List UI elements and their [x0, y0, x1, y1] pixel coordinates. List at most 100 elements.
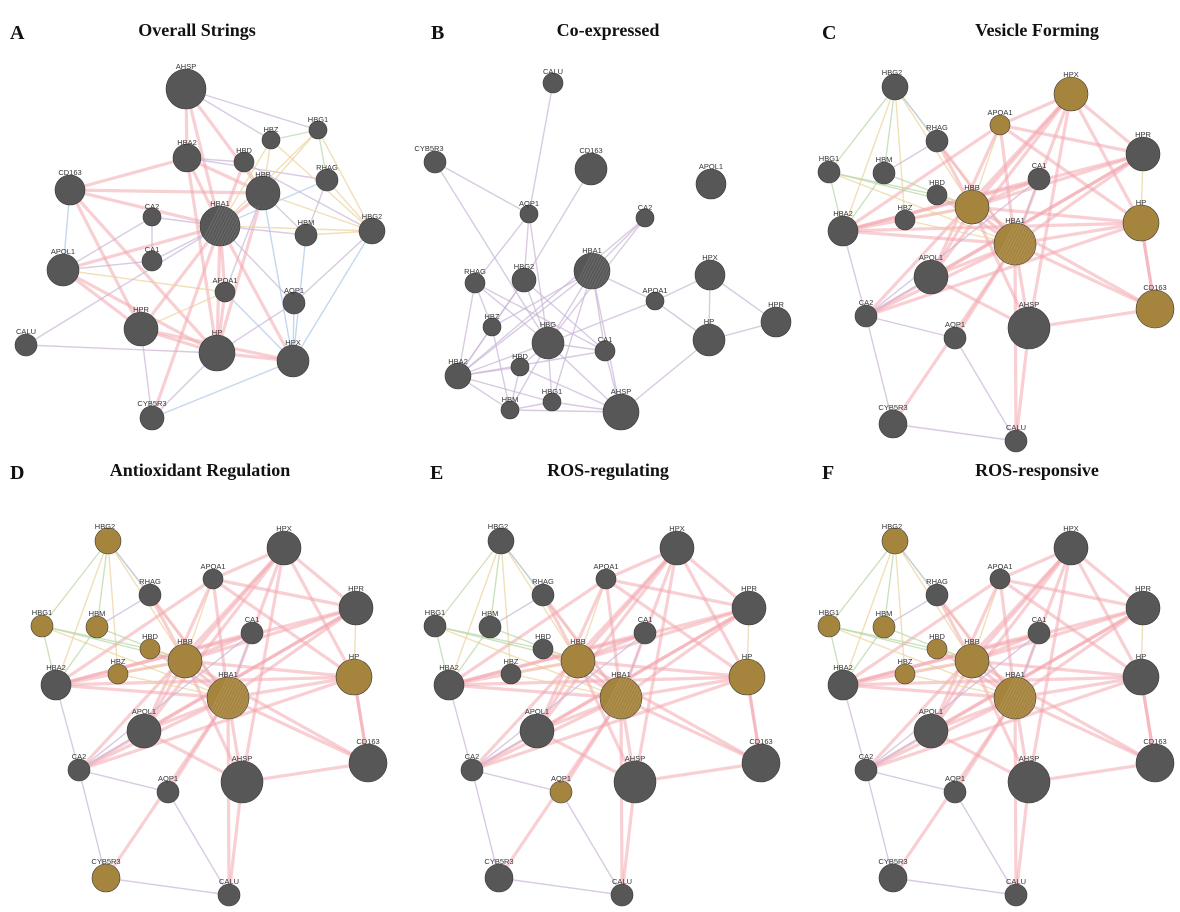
- node-circle: [444, 362, 472, 390]
- node-hbz: HBZ: [500, 657, 522, 685]
- edge-calu-aqp1: [528, 82, 554, 215]
- edge-aqp1-ca2: [471, 769, 562, 793]
- node-circle: [335, 658, 373, 696]
- node-apoa1: APOA1: [593, 562, 619, 590]
- node-circle: [1122, 204, 1160, 242]
- edges: [828, 540, 1157, 897]
- node-hatch: [1017, 222, 1040, 266]
- node-hatch: [214, 205, 236, 247]
- node-hatch: [576, 252, 596, 290]
- node-circle: [989, 568, 1011, 590]
- node-hatch: [591, 252, 611, 290]
- node-circle: [1053, 76, 1089, 112]
- node-circle: [172, 143, 202, 173]
- edge-hbb-apoa1: [224, 192, 264, 293]
- node-label: HBG: [540, 320, 556, 329]
- edge-hbg2-hbz: [500, 540, 512, 675]
- node-hbg2: HBG2: [881, 68, 909, 101]
- node-label: HPX: [285, 338, 300, 347]
- node-label: HBZ: [264, 125, 279, 134]
- node-hatch: [1017, 676, 1040, 720]
- node-label: AQP1: [945, 774, 965, 783]
- node-hp: HP: [335, 652, 373, 696]
- node-label: HBG1: [542, 387, 562, 396]
- node-hp: HP: [692, 317, 726, 357]
- node-circle: [30, 614, 54, 638]
- node-aqp1: AQP1: [156, 774, 180, 804]
- node-circle: [107, 663, 129, 685]
- node-circle: [595, 568, 617, 590]
- node-hatch: [635, 676, 658, 720]
- node-label: CALU: [16, 327, 36, 336]
- node-apoa1: APOA1: [212, 276, 238, 303]
- node-hatch: [208, 205, 230, 247]
- edge-hbb-cd163: [183, 659, 370, 765]
- node-circle: [925, 583, 949, 607]
- node-hbd: HBD: [926, 178, 948, 206]
- node-label: AHSP: [611, 387, 631, 396]
- node-label: HP: [704, 317, 714, 326]
- node-label: APOA1: [212, 276, 237, 285]
- node-circle: [1053, 530, 1089, 566]
- edge-hba1-hpx: [218, 224, 295, 363]
- edge-hp-ca2: [864, 675, 1143, 772]
- node-label: HPX: [276, 524, 291, 533]
- node-label: HBA2: [177, 138, 197, 147]
- node-circle: [872, 161, 896, 185]
- edge-hp-hba2: [841, 675, 1143, 687]
- node-label: RHAG: [926, 123, 948, 132]
- edge-cyb5r3-hpx: [151, 360, 294, 419]
- edge-hbg2-hbz: [894, 540, 906, 675]
- node-label: CYB5R3: [91, 857, 120, 866]
- node-hbm: HBM: [872, 155, 896, 185]
- node-label: HP: [349, 652, 359, 661]
- node-hpx: HPX: [1053, 524, 1089, 566]
- edge-aqp1-ca2: [78, 769, 169, 793]
- node-hatch: [1011, 676, 1034, 720]
- node-circle: [433, 669, 465, 701]
- node-label: APOL1: [525, 707, 549, 716]
- node-circle: [282, 291, 306, 315]
- node-hatch: [626, 676, 649, 720]
- node-hatch: [1014, 676, 1037, 720]
- node-circle: [854, 758, 878, 782]
- node-apol1: APOL1: [695, 162, 727, 200]
- node-ahsp: AHSP: [613, 754, 657, 804]
- panel-letter: F: [822, 462, 835, 484]
- node-label: RHAG: [926, 577, 948, 586]
- node-label: APOA1: [593, 562, 618, 571]
- node-label: CA2: [145, 202, 160, 211]
- node-hatch: [582, 252, 602, 290]
- node-hbz: HBZ: [894, 657, 916, 685]
- node-label: HBA1: [611, 670, 631, 679]
- node-cyb5r3: CYB5R3: [878, 857, 908, 893]
- node-label: APOL1: [919, 707, 943, 716]
- edge-cyb5r3-calu: [105, 877, 230, 896]
- node-cd163: CD163: [54, 168, 86, 206]
- node-hatch: [620, 676, 643, 720]
- node-label: CYB5R3: [484, 857, 513, 866]
- node-circle: [602, 393, 640, 431]
- node-circle: [1125, 136, 1161, 172]
- node-circle: [206, 676, 250, 720]
- node-apoa1: APOA1: [987, 562, 1013, 590]
- node-hbz: HBZ: [107, 657, 129, 685]
- node-hbg1: HBG1: [817, 154, 841, 184]
- node-hatch: [230, 676, 253, 720]
- edge-rhag-hba2: [457, 282, 476, 377]
- node-circle: [1007, 760, 1051, 804]
- node-apoa1: APOA1: [987, 108, 1013, 136]
- edge-hpx-ahsp: [1027, 546, 1073, 784]
- node-label: HBA1: [218, 670, 238, 679]
- node-hbg2: HBG2: [487, 522, 515, 555]
- node-circle: [659, 530, 695, 566]
- node-label: APOA1: [987, 562, 1012, 571]
- node-hatch: [1023, 222, 1046, 266]
- node-hatch: [996, 222, 1019, 266]
- node-label: AHSP: [176, 62, 196, 71]
- node-circle: [926, 184, 948, 206]
- node-ca2: CA2: [142, 202, 162, 227]
- node-circle: [881, 73, 909, 101]
- edge-hba1-cd163: [1013, 696, 1157, 765]
